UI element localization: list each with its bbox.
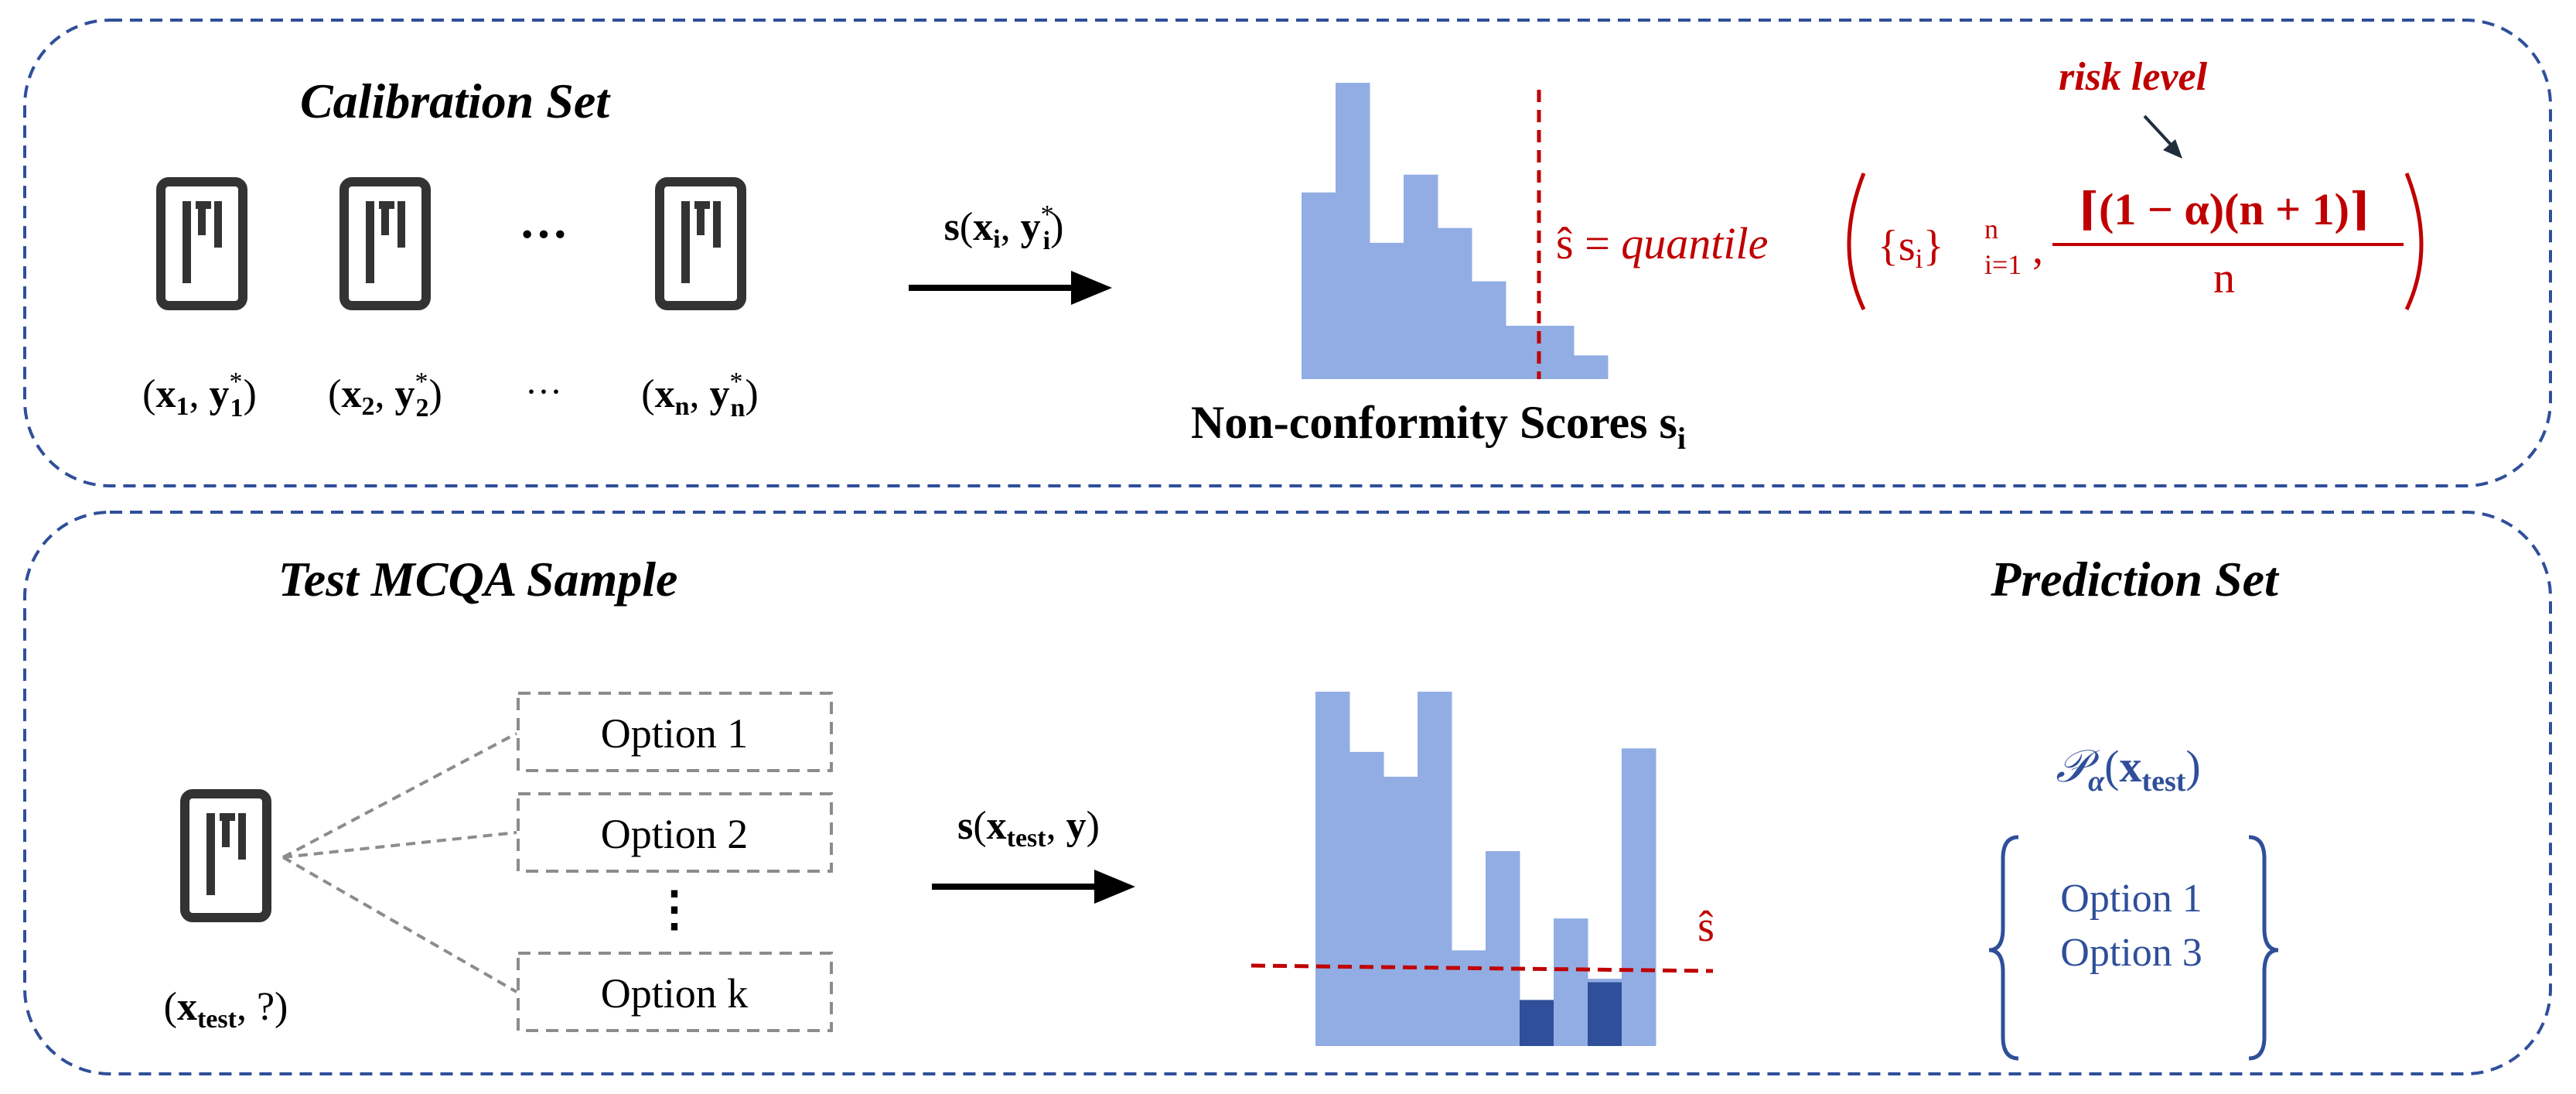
risk-level-arrow xyxy=(2143,115,2175,149)
option-box xyxy=(517,952,833,1032)
option-label: Option 2 xyxy=(601,811,749,857)
option-connector xyxy=(282,732,517,859)
quantile-formula-numerator: ⌈(1 − α)(n + 1)⌉ xyxy=(2078,184,2371,234)
histogram-bar xyxy=(1622,748,1656,1046)
histogram-bar xyxy=(1540,326,1575,379)
histogram-bar xyxy=(1506,326,1540,379)
histogram-label: Non-conformity Scores si xyxy=(1191,397,1686,456)
prediction-item: Option 3 xyxy=(2060,931,2202,975)
prediction-item: Option 1 xyxy=(2060,877,2202,921)
score-function-label: s(xi, y*i) xyxy=(944,200,1064,255)
document-icon xyxy=(156,177,247,310)
histogram-bar xyxy=(1486,851,1520,1046)
histogram-bar xyxy=(1349,751,1384,1046)
risk-level-label: risk level xyxy=(2059,55,2208,99)
test-sample-label: (xtest, ?) xyxy=(164,985,288,1034)
histogram-bar xyxy=(1574,355,1609,379)
histogram-bar xyxy=(1554,918,1588,1046)
histogram-bar-below-threshold xyxy=(1520,1000,1554,1046)
sample-label: (x1, y*1) xyxy=(142,368,257,422)
prediction-set-label: 𝒫α(xtest) xyxy=(2056,741,2200,798)
test-threshold-label: ŝ xyxy=(1697,903,1714,951)
quantile-formula-comma: , xyxy=(2032,225,2043,273)
document-icon xyxy=(655,177,746,310)
formula-right-paren xyxy=(2404,173,2424,311)
histogram-bar xyxy=(1336,83,1370,379)
histogram-bar xyxy=(1384,776,1418,1046)
risk-level-arrow-head xyxy=(2163,139,2182,159)
sample-label: (x2, y*2) xyxy=(328,368,442,422)
histogram-bar xyxy=(1418,692,1452,1046)
histogram-bar xyxy=(1302,192,1336,379)
histogram-bar xyxy=(1472,281,1506,379)
test-histogram xyxy=(1315,692,1656,1046)
option-box xyxy=(517,792,833,873)
prediction-title: Prediction Set xyxy=(1990,552,2280,607)
histogram-bar xyxy=(1404,174,1438,380)
option-label: Option k xyxy=(601,970,749,1017)
document-icon xyxy=(180,789,271,922)
prediction-right-brace xyxy=(2248,835,2279,1061)
quantile-formula-set-sup: n xyxy=(1984,214,1998,244)
option-label: Option 1 xyxy=(601,710,749,757)
histogram-bar xyxy=(1370,242,1404,379)
option-connector xyxy=(282,856,517,993)
prediction-left-brace xyxy=(1988,835,2019,1061)
options-vertical-ellipsis: ⋮ xyxy=(650,884,698,936)
calibration-title: Calibration Set xyxy=(300,74,611,128)
histogram-bar xyxy=(1452,950,1486,1046)
quantile-formula-set-lower: i=1 xyxy=(1984,249,2022,280)
option-box xyxy=(517,692,833,772)
document-icon xyxy=(339,177,431,310)
quantile-formula-denominator: n xyxy=(2213,255,2235,303)
calibration-ellipsis: ··· xyxy=(519,207,568,262)
flow-arrow-head xyxy=(1071,271,1112,305)
histogram-bar xyxy=(1315,692,1350,1046)
test-panel xyxy=(23,511,2552,1075)
test-title: Test MCQA Sample xyxy=(278,552,678,607)
histogram-bar xyxy=(1438,227,1472,379)
ellipsis-label: ··· xyxy=(525,371,562,412)
calibration-histogram xyxy=(1302,83,1609,380)
formula-left-paren xyxy=(1847,173,1866,311)
flow-arrow-head xyxy=(1094,870,1135,904)
test-score-function-label: s(xtest, y) xyxy=(957,804,1100,853)
test-threshold-line xyxy=(1250,963,1714,973)
quantile-formula-lhs: ŝ = quantile xyxy=(1556,218,1768,268)
calibration-panel xyxy=(23,19,2552,487)
quantile-formula-set: {si} xyxy=(1878,222,1944,274)
option-connector xyxy=(282,831,517,859)
histogram-bar-below-threshold xyxy=(1588,982,1622,1046)
sample-label: (xn, y*n) xyxy=(641,368,759,422)
